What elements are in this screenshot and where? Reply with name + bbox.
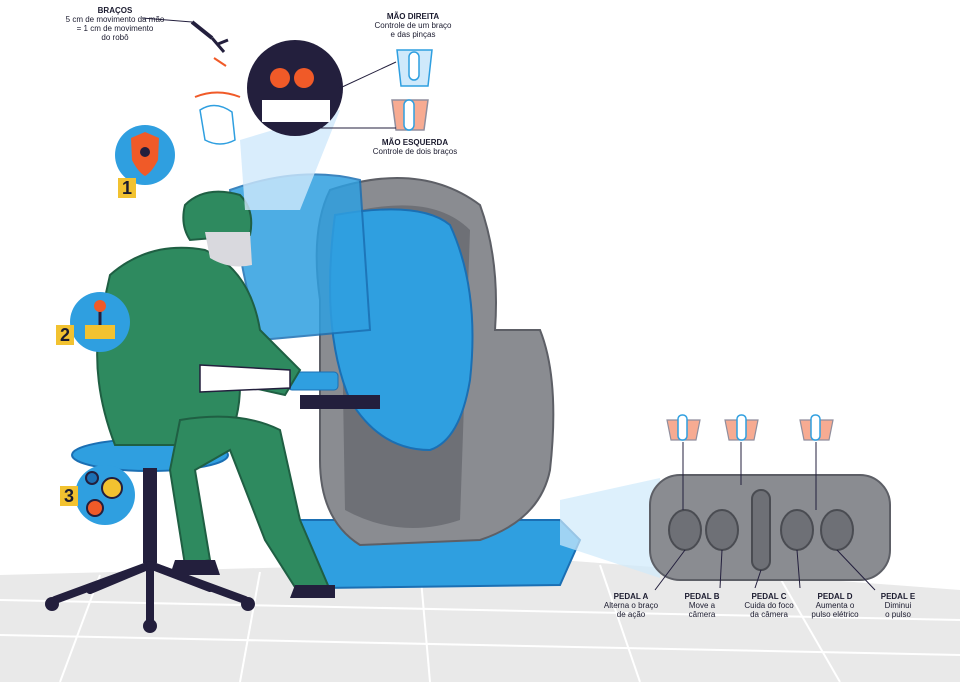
pedal-d-line-1: Aumenta o — [815, 601, 855, 610]
left-hand-title: MÃO ESQUERDA — [381, 138, 449, 147]
pedal-c-line-1: Cuida do foco — [744, 601, 794, 610]
arms-line-3: do robô — [101, 33, 129, 42]
arms-line-2: = 1 cm de movimento — [76, 24, 154, 33]
surgeon-face — [205, 232, 252, 267]
right-hand-line-1: Controle de um braço — [374, 21, 452, 30]
pedal-light-beam — [560, 478, 660, 578]
pedal-e-line-1: Diminui — [884, 601, 912, 610]
step-3-number: 3 — [60, 486, 78, 506]
left-hand-joystick-icon — [391, 99, 429, 131]
pedal-joystick-icons — [666, 414, 834, 510]
zoom-eyepiece-right — [294, 68, 314, 88]
pedal-c-label: PEDAL C Cuida do foco da câmera — [734, 592, 804, 619]
hand-gesture-icon — [194, 91, 241, 145]
keyhole-icon — [140, 147, 150, 157]
pedal-d-title: PEDAL D — [817, 592, 853, 601]
pedal-a-line-1: Alterna o braço — [603, 601, 659, 610]
pedal-e-title: PEDAL E — [880, 592, 916, 601]
pedal-joystick-middle-icon — [724, 414, 759, 485]
pedal-joystick-left-icon — [666, 414, 701, 510]
left-hand-label: MÃO ESQUERDA Controle de dois braços — [350, 138, 480, 156]
joystick-icon — [85, 300, 115, 339]
pedal-a-line-2: de ação — [616, 610, 646, 619]
step-2-number: 2 — [56, 325, 74, 345]
pedal-leaders — [654, 549, 876, 591]
pedal-b-button — [705, 509, 739, 551]
surgeon-cap — [182, 190, 253, 242]
floor-tiles — [0, 560, 960, 682]
pedal-a-label: PEDAL A Alterna o braço de ação — [596, 592, 666, 619]
pedal-c-button — [751, 489, 771, 571]
view-cone — [240, 110, 340, 210]
right-hand-line-2: e das pinças — [390, 30, 436, 39]
arms-line-1: 5 cm de movimento da mão — [65, 15, 165, 24]
pedal-b-label: PEDAL B Move a câmera — [672, 592, 732, 619]
pedal-buttons — [668, 489, 854, 571]
pedal-d-label: PEDAL D Aumenta o pulso elétrico — [800, 592, 870, 619]
pedal-joystick-right-icon — [799, 414, 834, 510]
pedal-c-line-2: da câmera — [750, 610, 788, 619]
step-1-number: 1 — [118, 178, 136, 198]
pedal-d-line-2: pulso elétrico — [811, 610, 859, 619]
arms-label: BRAÇOS 5 cm de movimento da mão = 1 cm d… — [60, 6, 170, 42]
pedal-c-title: PEDAL C — [751, 592, 787, 601]
pedal-a-button — [668, 509, 702, 551]
pedal-b-line-1: Move a — [688, 601, 716, 610]
pedal-b-line-2: câmera — [688, 610, 716, 619]
right-hand-joystick-icon — [396, 49, 433, 87]
chair-post — [143, 468, 157, 563]
chair-legs — [51, 561, 249, 624]
pedal-d-button — [780, 509, 814, 551]
pedal-e-button — [820, 509, 854, 551]
pedal-a-title: PEDAL A — [613, 592, 649, 601]
left-hand-line-1: Controle de dois braços — [372, 147, 458, 156]
armrest — [300, 395, 380, 409]
zoom-hands — [262, 100, 330, 122]
arms-leader — [141, 17, 193, 23]
gears-icon — [85, 471, 123, 517]
right-hand-label: MÃO DIREITA Controle de um braço e das p… — [358, 12, 468, 39]
zoom-eyepiece-left — [270, 68, 290, 88]
pedal-e-label: PEDAL E Diminui o pulso — [870, 592, 926, 619]
hand-leader-right — [339, 61, 397, 89]
robot-arm-icon — [190, 20, 229, 67]
pedal-e-line-2: o pulso — [885, 610, 911, 619]
arms-title: BRAÇOS — [97, 6, 133, 15]
floor-grid — [0, 564, 960, 682]
chair-wheels — [45, 597, 255, 633]
surgeon-body — [96, 246, 302, 446]
right-hand-title: MÃO DIREITA — [386, 12, 440, 21]
surgeon-arm — [199, 364, 291, 393]
surgeon-shoes — [170, 560, 335, 598]
surgeon-legs — [168, 415, 332, 597]
pedal-b-title: PEDAL B — [684, 592, 720, 601]
